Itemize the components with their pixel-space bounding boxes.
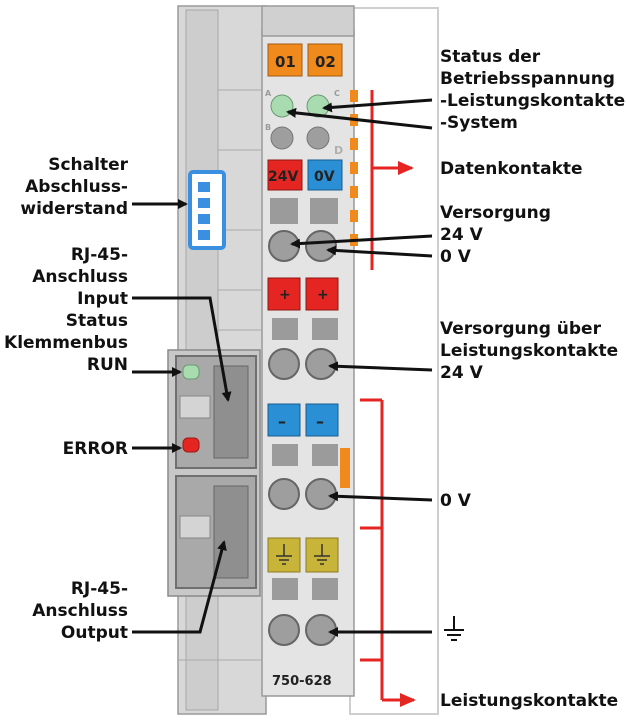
led-d xyxy=(306,126,330,150)
letter-d: D xyxy=(334,144,343,157)
led-a xyxy=(270,94,294,118)
clamp-0v[interactable] xyxy=(305,230,337,262)
part-number: 750-628 xyxy=(272,674,332,689)
run-led xyxy=(182,364,200,380)
versorgung-line-2: 24 V xyxy=(440,225,483,245)
clamp-plus-1[interactable] xyxy=(268,348,300,380)
run-label: RUN xyxy=(86,355,128,375)
clamp-pe-1[interactable] xyxy=(268,614,300,646)
label-versorgung: Versorgung 24 V 0 V xyxy=(440,202,551,268)
tile-24v-label: 24V xyxy=(268,169,298,185)
label-rj45-output: RJ-45- Anschluss Output xyxy=(32,578,128,644)
status-line-2: Betriebsspannung xyxy=(440,69,615,89)
schalter-line-1: Schalter xyxy=(48,155,128,175)
status-line-4: -System xyxy=(440,113,518,133)
clamp-pe-2[interactable] xyxy=(305,614,337,646)
status-line-3: -Leistungskontakte xyxy=(440,91,626,111)
status-left-line-1: Status xyxy=(65,311,128,331)
rj45-block xyxy=(167,349,261,597)
rj45in-line-2: Anschluss xyxy=(32,267,128,287)
clamp-plus-2[interactable] xyxy=(305,348,337,380)
label-error: ERROR xyxy=(62,439,128,459)
status-line-1: Status der xyxy=(440,47,541,67)
rj45out-line-1: RJ-45- xyxy=(70,579,128,599)
label-schalter: Schalter Abschluss- widerstand xyxy=(20,154,128,220)
label-rj45-input: RJ-45- Anschluss Input Status Klemmenbus… xyxy=(4,244,128,376)
supply-tiles xyxy=(267,159,343,191)
label-0v: 0 V xyxy=(440,491,471,511)
rj45in-line-1: RJ-45- xyxy=(70,245,128,265)
schalter-line-3: widerstand xyxy=(20,199,128,219)
tile-minus-1: – xyxy=(278,412,286,431)
tile-plus-1: + xyxy=(279,287,291,303)
letter-a: A xyxy=(265,89,272,98)
status-led-row: A B C D xyxy=(265,43,343,157)
vlk-line-2: Leistungskontakte xyxy=(440,341,619,361)
label-leistungskontakte: Leistungskontakte xyxy=(440,691,619,711)
tile-0v-label: 0V xyxy=(314,169,335,185)
led-b xyxy=(270,126,294,150)
terminal-clamps xyxy=(267,90,358,646)
tile-plus-2: + xyxy=(317,287,329,303)
ghost-frame xyxy=(349,7,439,715)
label-datenkontakte: Datenkontakte xyxy=(440,159,583,179)
clamp-minus-1[interactable] xyxy=(268,478,300,510)
tile-minus-2: – xyxy=(316,412,324,431)
rj45in-line-3: Input xyxy=(77,289,128,309)
clamp-minus-2[interactable] xyxy=(305,478,337,510)
letter-c: C xyxy=(334,89,340,98)
versorgung-line-1: Versorgung xyxy=(440,203,551,223)
led-02-label: 02 xyxy=(315,53,336,71)
vlk-line-1: Versorgung über xyxy=(440,319,601,339)
rj45out-line-2: Anschluss xyxy=(32,601,128,621)
ground-icon xyxy=(444,616,464,641)
pointer-arrows xyxy=(132,98,433,637)
schalter-line-2: Abschluss- xyxy=(25,177,128,197)
termination-dip-switch[interactable] xyxy=(188,170,226,250)
led-02 xyxy=(307,43,343,77)
clamp-24v[interactable] xyxy=(268,230,300,262)
housing-top xyxy=(261,5,355,37)
rj45out-line-3: Output xyxy=(60,623,128,643)
status-left-line-2: Klemmenbus xyxy=(4,333,128,353)
letter-b: B xyxy=(265,123,271,132)
led-01-label: 01 xyxy=(275,53,296,71)
label-status-betriebsspannung: Status der Betriebsspannung -Leistungsko… xyxy=(440,46,625,134)
versorgung-line-3: 0 V xyxy=(440,247,471,267)
error-led xyxy=(182,437,200,453)
red-brackets xyxy=(360,90,416,707)
label-versorgung-ueber-leistungskontakte: Versorgung über Leistungskontakte 24 V xyxy=(440,318,618,384)
led-01 xyxy=(267,43,303,77)
vlk-line-3: 24 V xyxy=(440,363,483,383)
